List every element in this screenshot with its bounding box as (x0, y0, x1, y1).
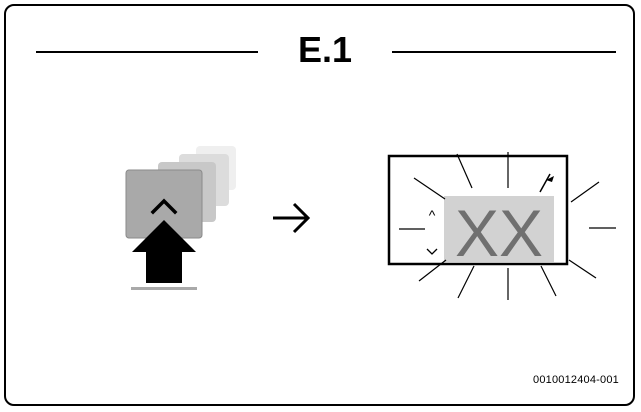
display-panel: XX ^ (387, 152, 616, 300)
figure-title: E.1 (297, 29, 353, 70)
figure-frame: E.1 XX ^ (4, 4, 635, 406)
press-arrow-icon (131, 220, 197, 290)
figure-code: 0010012404-001 (533, 374, 619, 386)
display-value-field (444, 196, 554, 262)
display-value: XX (455, 196, 543, 270)
up-button-stack (125, 146, 236, 239)
title-rule-right (392, 51, 616, 53)
title-rule-left (36, 51, 258, 53)
button-chevron-up-icon (150, 198, 178, 215)
illustration: XX ^ (125, 146, 616, 300)
display-up-symbol: ^ (429, 207, 436, 223)
blink-rays (399, 152, 616, 300)
press-arrow-base (131, 287, 197, 290)
right-arrow-icon (273, 202, 311, 234)
wrench-icon (539, 173, 554, 193)
display-down-symbol (426, 248, 438, 255)
